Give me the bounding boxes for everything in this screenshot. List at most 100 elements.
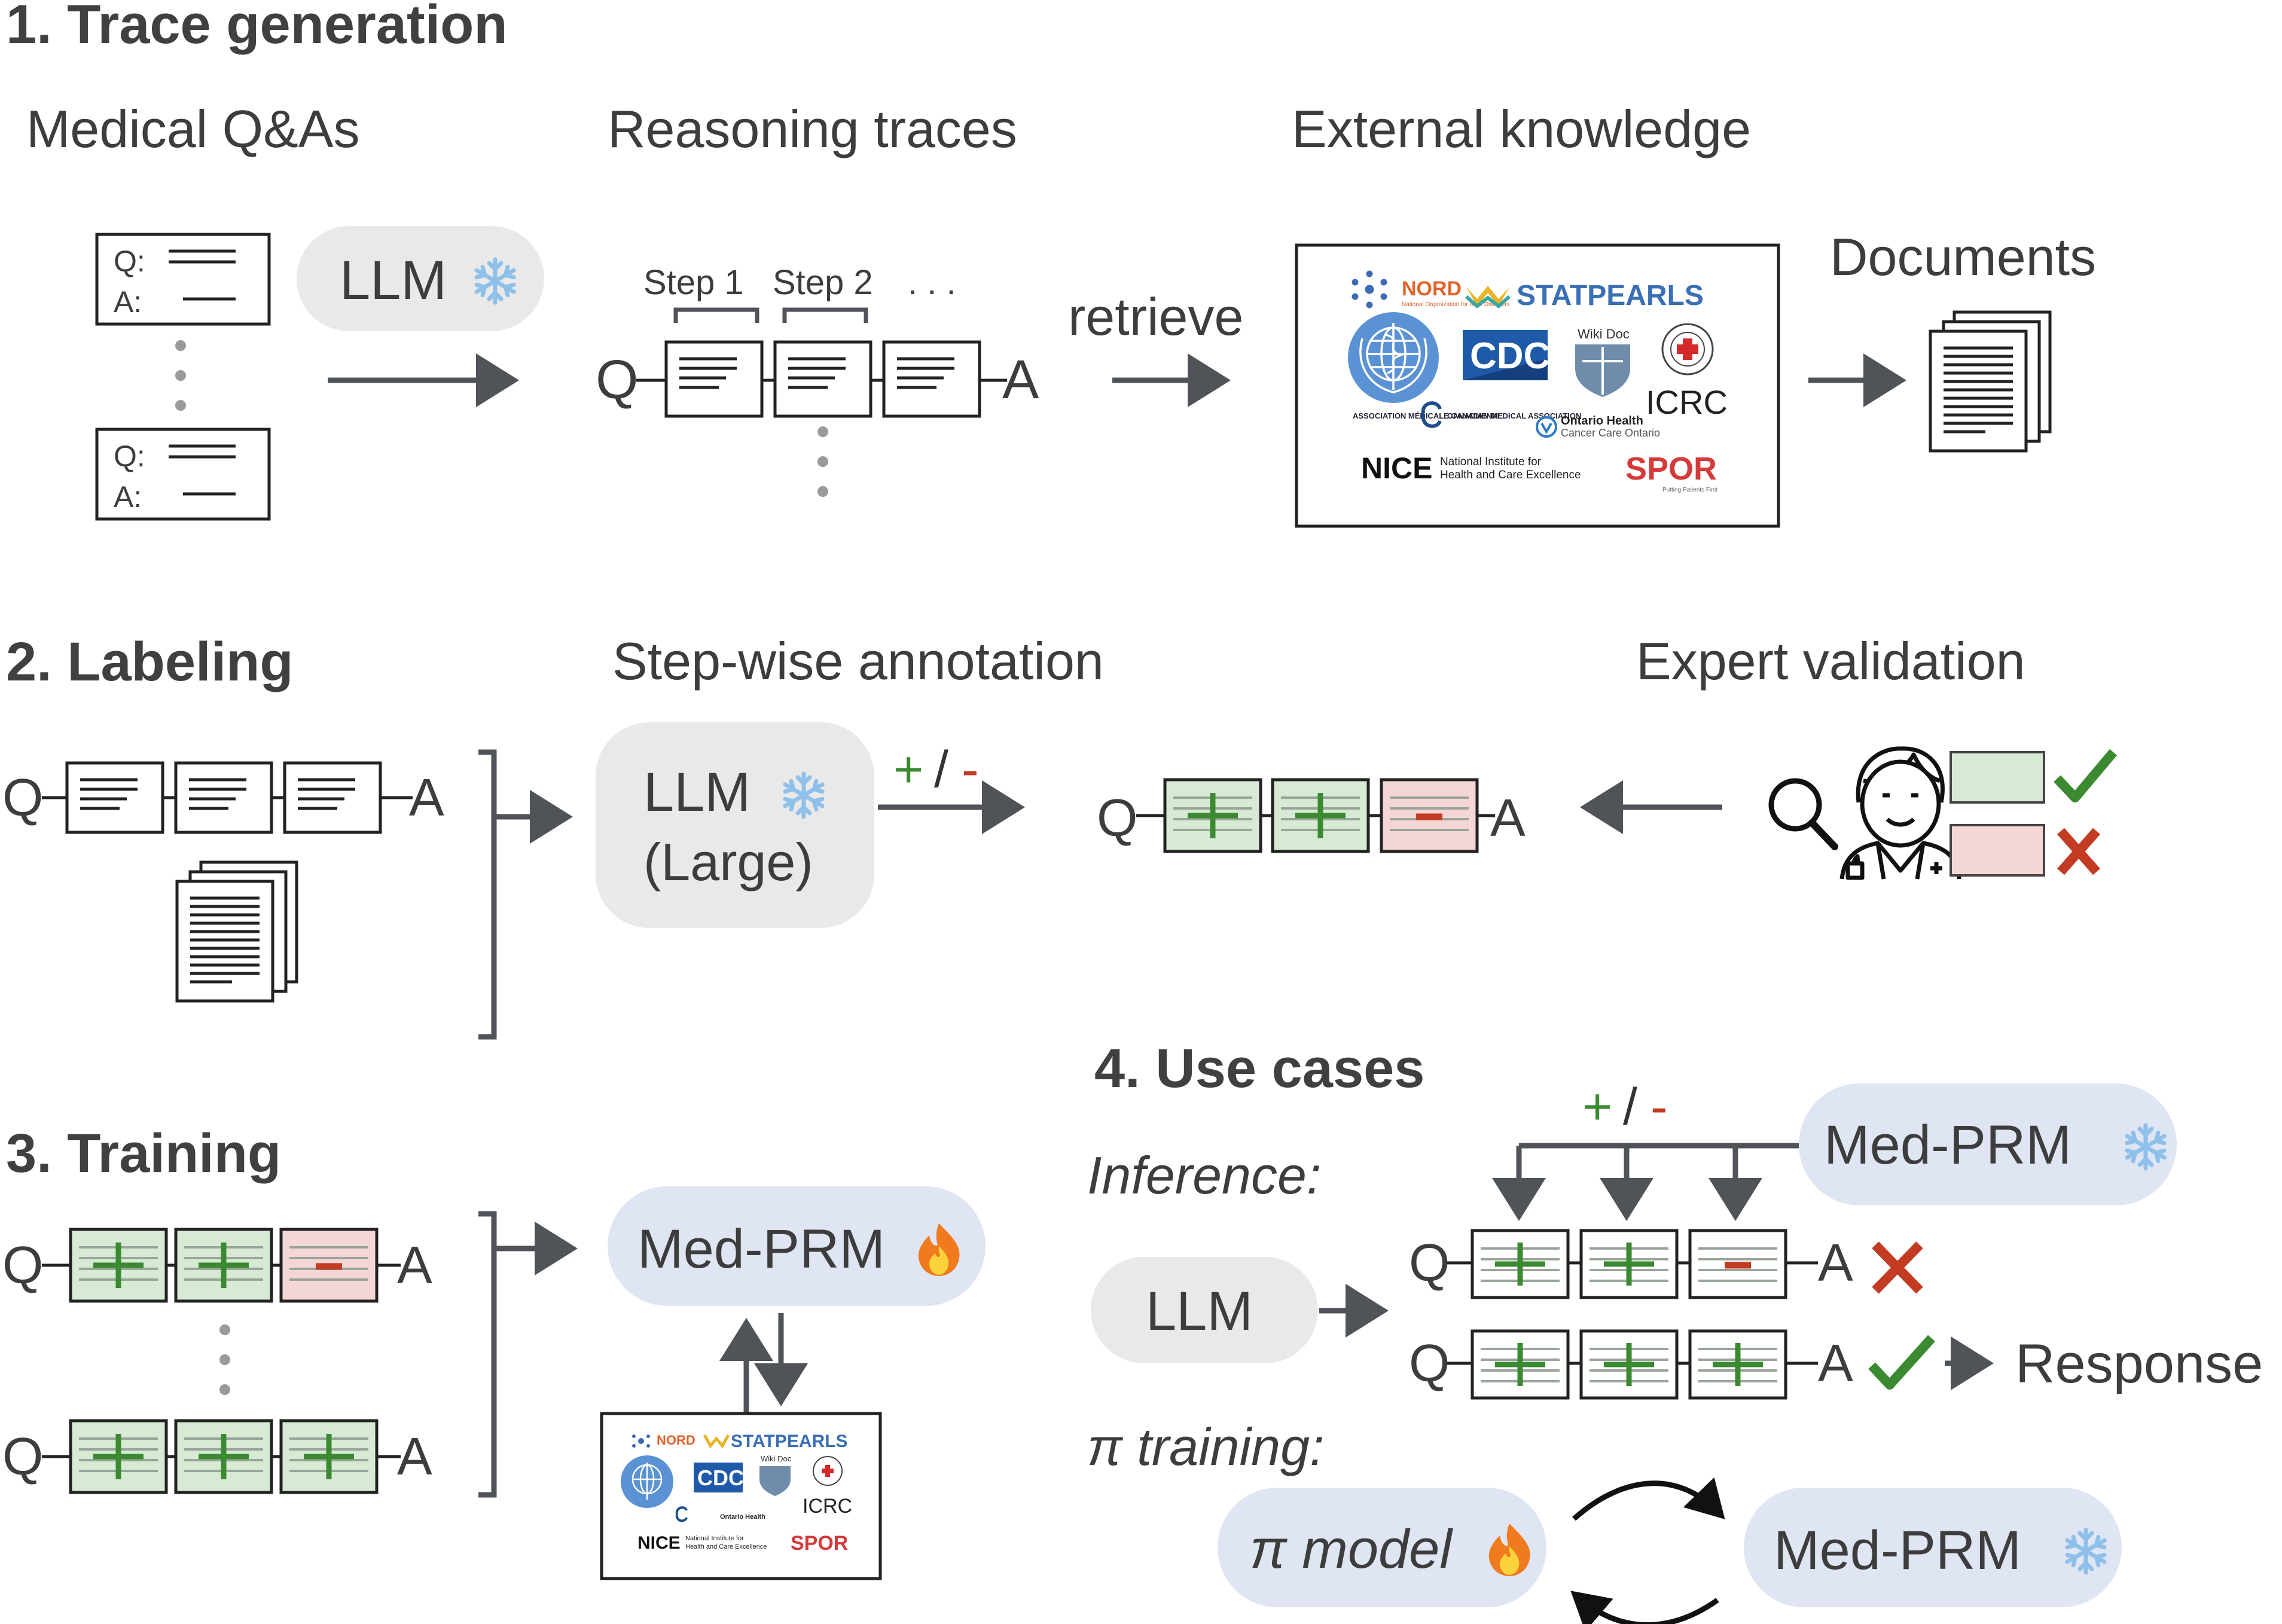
svg-text:Step 1: Step 1: [643, 263, 744, 302]
svg-text:National Institute for: National Institute for: [1440, 456, 1542, 468]
svg-text:(Large): (Large): [643, 832, 813, 892]
section-title-trace-generation: 1. Trace generation: [6, 0, 508, 55]
svg-text:Q: Q: [1097, 788, 1137, 847]
nord-logo: NORD National Organization for Rare Diso…: [1351, 270, 1510, 309]
vertical-ellipsis: [219, 1324, 230, 1395]
svg-text:ASSOCIATION MÉDICALE CANADIENN: ASSOCIATION MÉDICALE CANADIENNE: [1353, 411, 1503, 420]
qa-card-top: Q: A:: [95, 233, 271, 326]
training-trace-top: Q A: [2, 1228, 432, 1303]
medical-qas-label: Medical Q&As: [26, 99, 360, 158]
svg-text:-: -: [962, 741, 979, 798]
svg-text:Q: Q: [2, 768, 43, 827]
svg-text:LLM: LLM: [643, 762, 751, 823]
stepwise-annotation-label: Step-wise annotation: [612, 631, 1104, 691]
pi-training-label: π training:: [1087, 1417, 1324, 1476]
svg-text:/: /: [1623, 1078, 1637, 1135]
response-label: Response: [2015, 1333, 2263, 1394]
wikidoc-logo: Wiki Doc: [1575, 326, 1630, 397]
documents-label: Documents: [1830, 227, 2096, 286]
statpearls-logo: STATPEARLS: [1465, 280, 1704, 312]
svg-text:A: A: [1818, 1233, 1853, 1292]
svg-text:ICRC: ICRC: [1646, 383, 1728, 421]
svg-text:A: A: [1002, 349, 1039, 410]
svg-text:Med-PRM: Med-PRM: [1774, 1520, 2021, 1581]
svg-text:+: +: [1582, 1078, 1612, 1135]
medprm-fanout-arrows: [1492, 1143, 1799, 1221]
svg-text:Q: Q: [1409, 1333, 1450, 1393]
training-bracket: [478, 1211, 497, 1498]
documents-icon: [1930, 312, 2050, 451]
svg-text:+: +: [893, 741, 923, 798]
svg-text:Med-PRM: Med-PRM: [637, 1219, 885, 1280]
svg-text:A:: A:: [114, 285, 142, 319]
svg-text:-: -: [1651, 1078, 1668, 1135]
check-icon: [2054, 749, 2118, 802]
llm-pill-generation: LLM: [297, 226, 544, 331]
svg-text:LLM: LLM: [1146, 1281, 1253, 1342]
inference-trace-accepted: Q A: [1409, 1329, 1935, 1400]
svg-text:Wiki Doc: Wiki Doc: [761, 1454, 792, 1463]
svg-text:A: A: [1818, 1333, 1853, 1393]
nice-logo: NICE National Institute for Health and C…: [1361, 451, 1581, 485]
cdc-logo: CDC: [1463, 330, 1550, 380]
svg-text:NICE: NICE: [637, 1533, 681, 1553]
svg-text:Med-PRM: Med-PRM: [1824, 1115, 2072, 1176]
svg-text:CDC: CDC: [697, 1466, 744, 1490]
svg-text:A: A: [1490, 788, 1526, 847]
svg-text:STATPEARLS: STATPEARLS: [731, 1431, 848, 1451]
who-logo: [1348, 312, 1439, 403]
svg-text:STATPEARLS: STATPEARLS: [1517, 280, 1704, 312]
cross-icon: [2057, 828, 2100, 875]
check-icon: [1868, 1335, 1935, 1390]
svg-text:NORD: NORD: [1402, 277, 1462, 300]
svg-text:A: A: [409, 768, 444, 827]
svg-text:NORD: NORD: [657, 1433, 695, 1448]
svg-text:Putting Patients First: Putting Patients First: [1662, 487, 1717, 493]
medprm-pill-pi: Med-PRM: [1744, 1488, 2122, 1607]
ontario-health-logo: Ontario Health Cancer Care Ontario: [1536, 414, 1660, 439]
spor-logo: SPOR Putting Patients First: [1625, 451, 1717, 493]
svg-text:Q: Q: [596, 349, 639, 410]
inference-trace-rejected: Q A: [1409, 1229, 1923, 1299]
retrieve-label: retrieve: [1068, 287, 1243, 346]
plus-minus-label: + / -: [893, 741, 979, 798]
wrong-row: [1950, 824, 2100, 877]
section-title-training: 3. Training: [6, 1123, 281, 1184]
svg-text:Wiki Doc: Wiki Doc: [1578, 326, 1630, 341]
qa-card-bottom: Q: A:: [95, 428, 271, 521]
svg-text:Q: Q: [2, 1235, 43, 1295]
icrc-logo: ICRC: [1646, 323, 1728, 421]
svg-text:LLM: LLM: [340, 250, 447, 311]
reasoning-trace: Step 1 Step 2 . . . Q A: [596, 263, 1039, 497]
svg-text:National Organization for Rare: National Organization for Rare Disorders: [1402, 301, 1510, 308]
svg-text:SPOR: SPOR: [791, 1532, 848, 1555]
arrow-pi-to-medprm: [1572, 1477, 1725, 1521]
training-trace-bottom: Q A: [2, 1419, 432, 1494]
svg-text:ICRC: ICRC: [803, 1495, 852, 1518]
magnifier-icon: [1768, 778, 1838, 850]
arrow-medprm-to-pi: [1570, 1591, 1719, 1624]
svg-text:π model: π model: [1250, 1519, 1453, 1580]
medprm-pill-training: Med-PRM: [608, 1186, 986, 1306]
svg-text:Q: Q: [1409, 1233, 1450, 1292]
svg-text:A: A: [397, 1427, 432, 1486]
labeling-trace: Q A: [2, 761, 444, 834]
svg-text:. . .: . . .: [908, 263, 956, 302]
svg-text:Q:: Q:: [114, 439, 145, 473]
plus-minus-label-inference: + / -: [1582, 1078, 1668, 1135]
section-title-use-cases: 4. Use cases: [1094, 1038, 1424, 1099]
external-knowledge-box: NORD National Organization for Rare Diso…: [1295, 243, 1780, 528]
svg-text:A:: A:: [114, 480, 142, 514]
svg-text:A: A: [397, 1235, 432, 1295]
labeling-documents-icon: [177, 862, 297, 1001]
svg-text:NICE: NICE: [1361, 451, 1432, 485]
section-title-labeling: 2. Labeling: [6, 631, 294, 692]
doctor-icon: [1839, 746, 1961, 880]
reasoning-traces-label: Reasoning traces: [608, 99, 1017, 158]
external-knowledge-box-small: NORD STATPEARLS CDC Wiki Doc ICRC Ontari…: [600, 1412, 882, 1580]
svg-text:Q: Q: [2, 1427, 43, 1486]
inference-label: Inference:: [1087, 1146, 1321, 1205]
svg-text:Cancer Care Ontario: Cancer Care Ontario: [1561, 427, 1660, 439]
correct-row: [1950, 749, 2118, 804]
